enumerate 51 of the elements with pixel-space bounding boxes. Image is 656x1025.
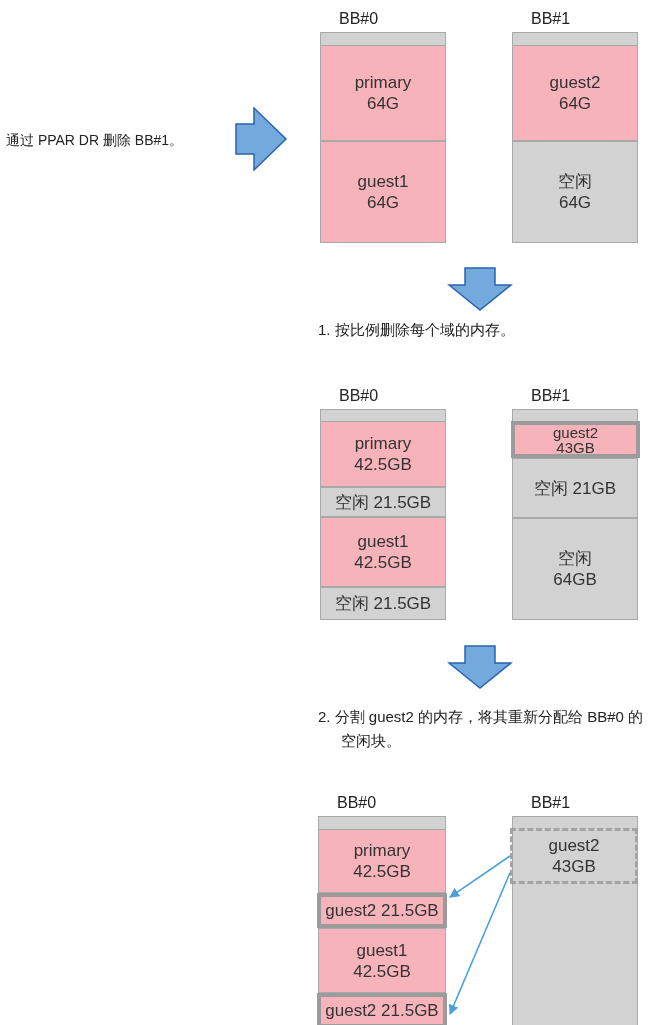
segment-label: 64GB bbox=[553, 569, 597, 590]
segment-label: 42.5GB bbox=[353, 861, 411, 882]
memory-segment bbox=[320, 45, 446, 141]
segment-label: 43GB bbox=[556, 439, 595, 455]
segment-label: 42.5GB bbox=[354, 552, 412, 573]
memory-segment bbox=[317, 993, 447, 1025]
segment-label: 空闲 21.5GB bbox=[334, 593, 432, 614]
column-label: BB#1 bbox=[531, 793, 571, 813]
segment-label: 43GB bbox=[552, 856, 596, 877]
segment-label: guest2 bbox=[549, 72, 601, 93]
memory-segment bbox=[318, 829, 446, 893]
memory-segment bbox=[320, 141, 446, 243]
segment-label: 42.5GB bbox=[354, 454, 412, 475]
segment-label: 空闲 21GB bbox=[533, 477, 617, 499]
segment-label: primary bbox=[353, 840, 411, 861]
memory-segment bbox=[318, 928, 446, 993]
memory-segment bbox=[320, 421, 446, 487]
column-label: BB#1 bbox=[531, 9, 571, 29]
segment-label: 空闲 bbox=[558, 548, 592, 569]
segment-label: guest1 bbox=[357, 171, 409, 192]
segment-label: 64G bbox=[558, 93, 592, 114]
memory-segment bbox=[512, 45, 638, 141]
segment-label: guest2 bbox=[548, 835, 600, 856]
column-label: BB#0 bbox=[337, 793, 377, 813]
segment-label: 空闲 21.5GB bbox=[334, 491, 432, 513]
step-text: 通过 PPAR DR 删除 BB#1。 bbox=[6, 131, 185, 150]
memory-segment bbox=[320, 487, 446, 517]
segment-label: guest2 bbox=[552, 424, 598, 440]
segment-label: 64G bbox=[558, 192, 592, 213]
segment-label: guest2 21.5GB bbox=[325, 1000, 439, 1021]
arrow bbox=[448, 872, 511, 1015]
memory-segment bbox=[512, 458, 638, 518]
memory-segment bbox=[511, 421, 640, 458]
segment-label: 空闲 bbox=[558, 171, 592, 192]
segment-label: primary bbox=[354, 72, 412, 93]
segment-label: guest1 bbox=[356, 939, 408, 961]
segment-label: guest1 bbox=[357, 531, 409, 552]
segment-label: primary bbox=[354, 433, 412, 454]
column-label: BB#0 bbox=[339, 9, 379, 29]
column-label: BB#0 bbox=[339, 386, 379, 406]
segment-label: 42.5GB bbox=[353, 960, 411, 982]
segment-label: guest2 21.5GB bbox=[325, 900, 439, 921]
segment-label: 64G bbox=[366, 93, 400, 114]
column-label: BB#1 bbox=[531, 386, 571, 406]
memory-segment bbox=[320, 517, 446, 587]
segment-label: 64G bbox=[366, 192, 400, 213]
memory-segment bbox=[510, 828, 638, 884]
step-text: 2. 分割 guest2 的内存，将其重新分配给 BB#0 的空闲块。 bbox=[318, 707, 645, 751]
step-text: 1. 按比例删除每个域的内存。 bbox=[318, 320, 516, 340]
memory-segment bbox=[317, 893, 447, 928]
arrow bbox=[449, 855, 511, 898]
